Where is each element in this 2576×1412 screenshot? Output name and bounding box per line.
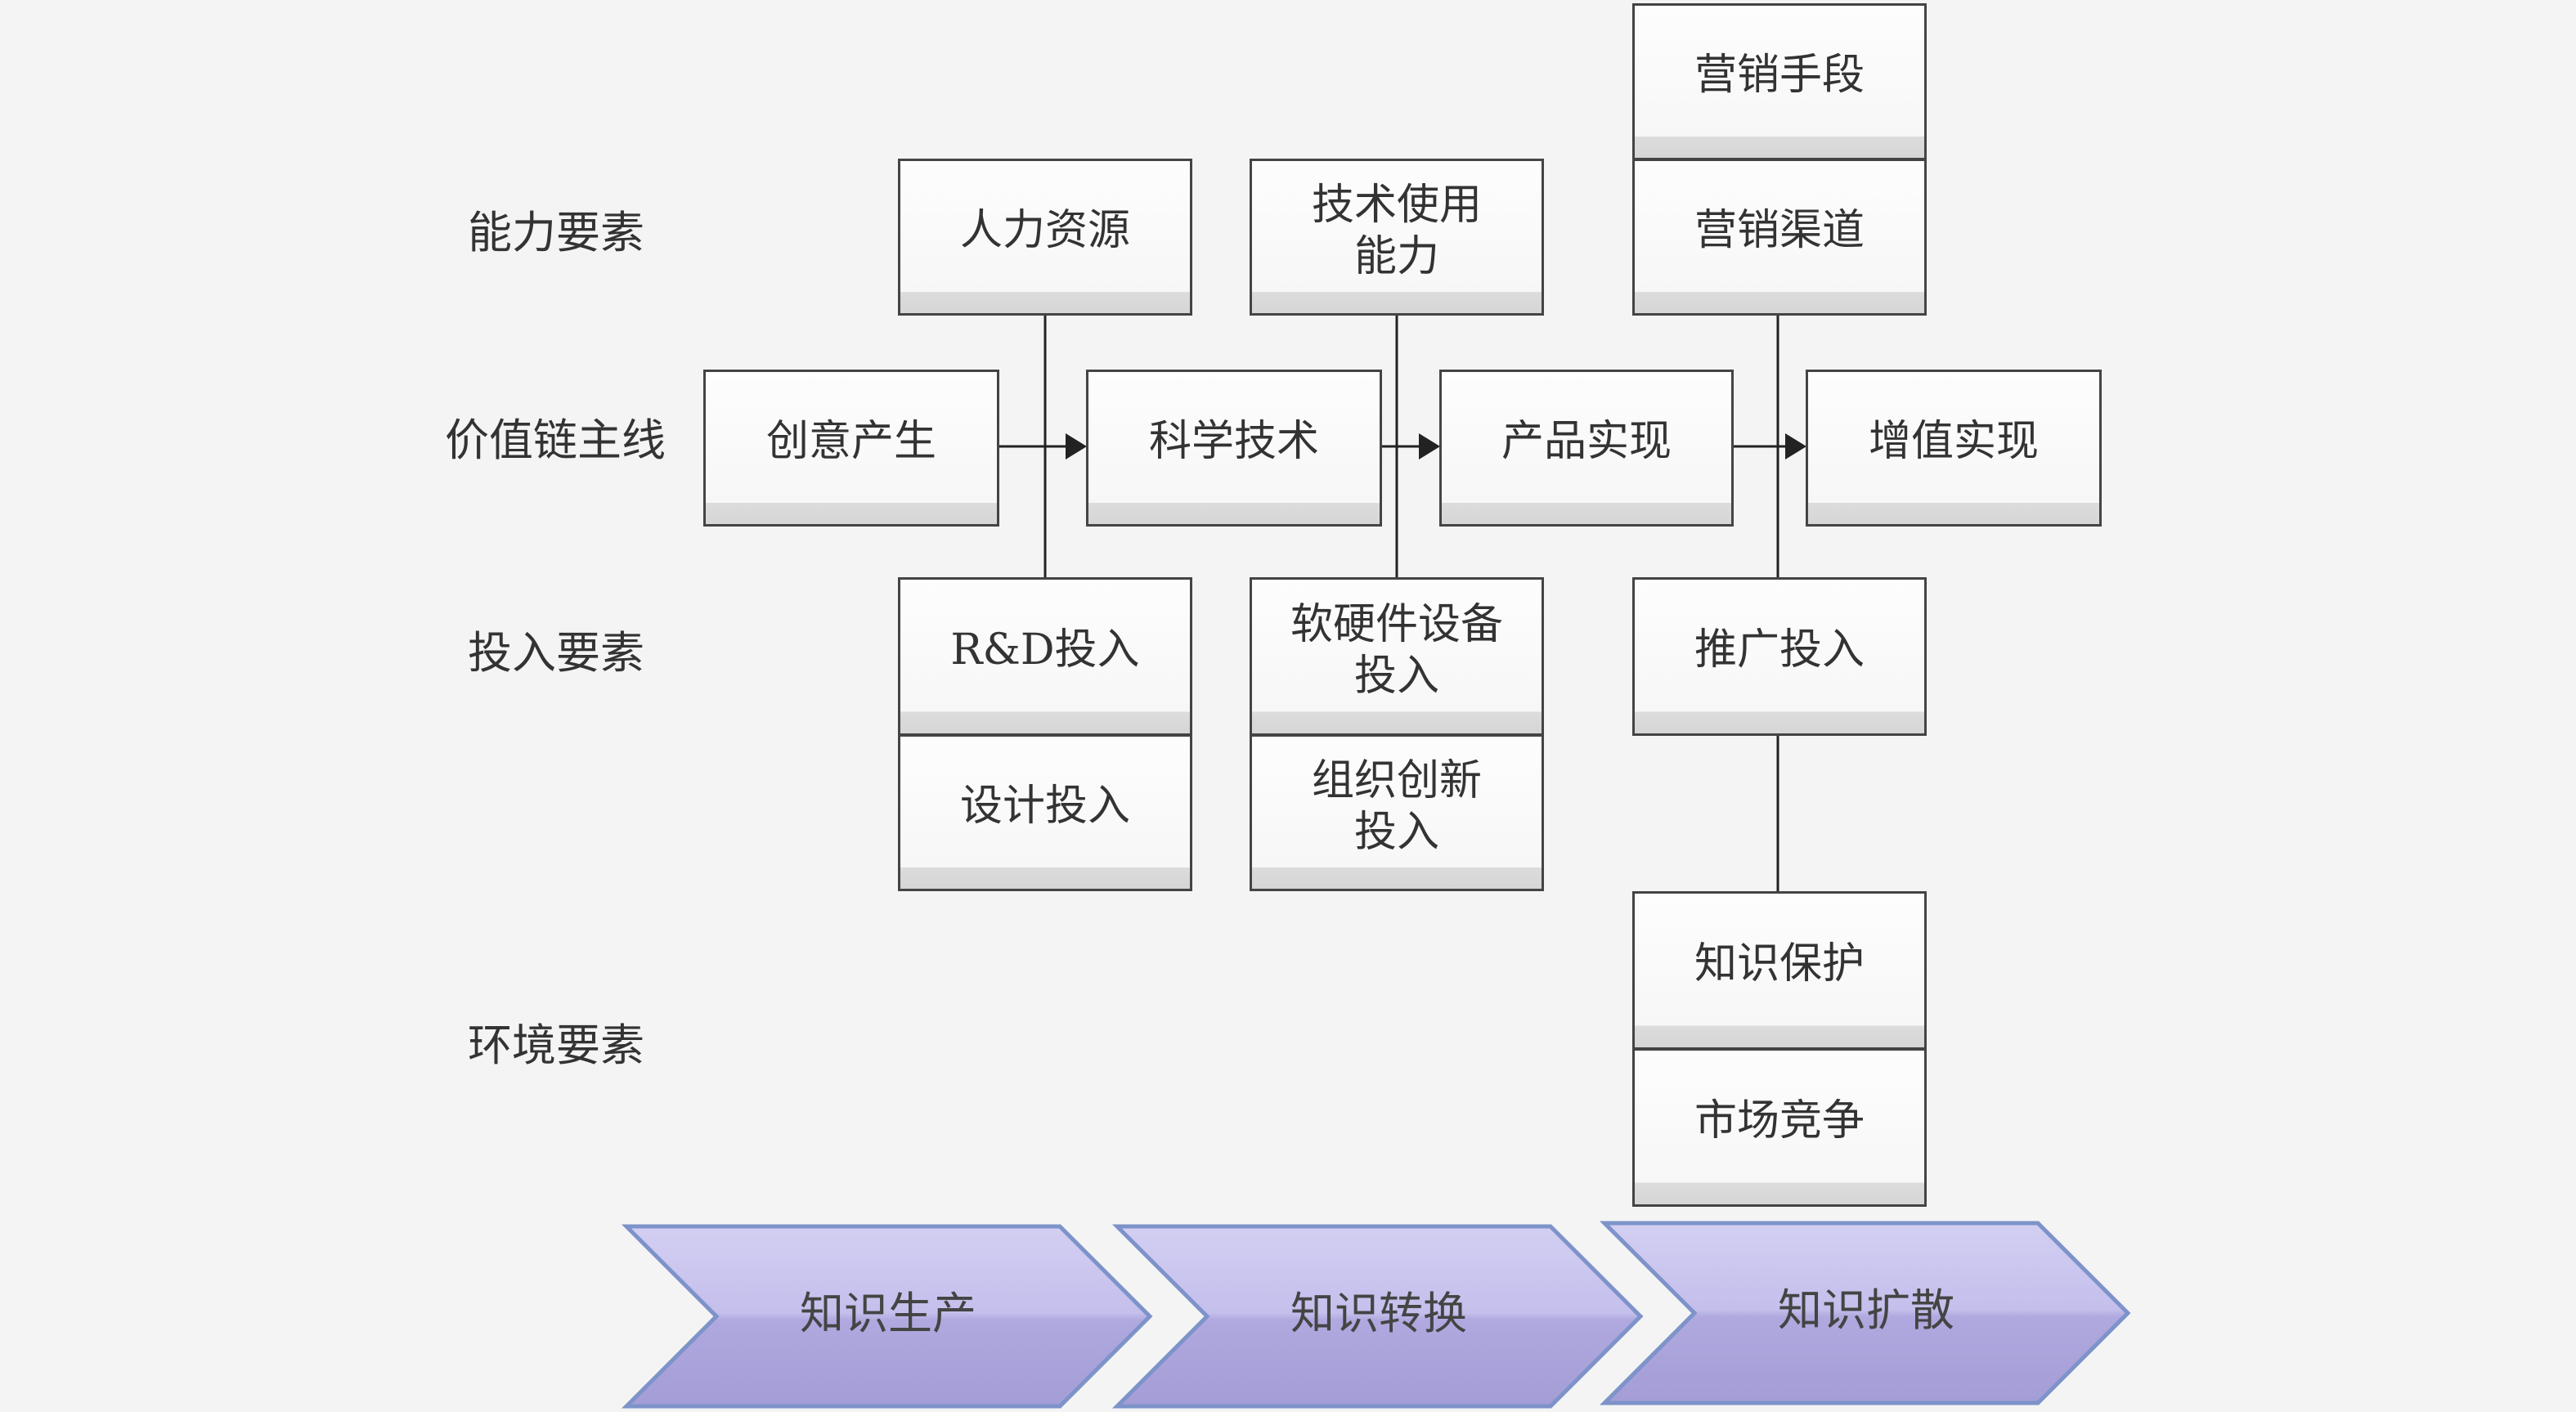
box-value-added-realization-label: 增值实现	[1868, 417, 2039, 467]
box-marketing-channels-label: 营销渠道	[1694, 206, 1865, 256]
box-hardware-software-input: 软硬件设备 投入	[1250, 577, 1544, 736]
box-organizational-innovation-input: 组织创新 投入	[1250, 734, 1544, 891]
box-science-technology-label: 科学技术	[1148, 417, 1319, 467]
box-marketing-means: 营销手段	[1632, 3, 1927, 160]
box-rd-input: R&D投入	[898, 577, 1192, 736]
box-marketing-means-label: 营销手段	[1694, 51, 1865, 101]
box-hardware-software-line2: 投入	[1353, 652, 1439, 701]
arrow-1-head	[1066, 433, 1087, 459]
box-product-realization-label: 产品实现	[1501, 417, 1672, 467]
box-knowledge-protection-label: 知识保护	[1694, 939, 1865, 989]
box-human-resources-label: 人力资源	[959, 206, 1130, 256]
box-design-input: 设计投入	[898, 734, 1192, 891]
box-hardware-software-line1: 软硬件设备	[1290, 599, 1503, 649]
row-label-environment: 环境要素	[468, 1020, 644, 1071]
stage-label-knowledge-conversion: 知识转换	[1290, 1288, 1467, 1339]
box-idea-generation-label: 创意产生	[765, 417, 936, 467]
row-label-input: 投入要素	[468, 627, 644, 679]
box-organizational-innovation-line2: 投入	[1353, 808, 1439, 857]
box-technology-use-line1: 技术使用	[1311, 180, 1482, 230]
stage-label-knowledge-diffusion: 知识扩散	[1778, 1284, 1954, 1336]
box-market-competition: 市场竞争	[1632, 1048, 1927, 1207]
box-marketing-channels: 营销渠道	[1632, 159, 1927, 316]
row-label-value-chain: 价值链主线	[445, 415, 666, 466]
box-promotion-input: 推广投入	[1632, 577, 1927, 736]
box-product-realization: 产品实现	[1439, 370, 1734, 527]
box-rd-input-label: R&D投入	[950, 625, 1140, 675]
stage-label-knowledge-production: 知识生产	[800, 1288, 976, 1339]
box-idea-generation: 创意产生	[703, 370, 999, 527]
box-organizational-innovation-line1: 组织创新	[1311, 755, 1482, 805]
box-science-technology: 科学技术	[1086, 370, 1382, 527]
box-promotion-input-label: 推广投入	[1694, 625, 1865, 675]
stage-chevron-2	[1111, 1224, 1644, 1409]
box-design-input-label: 设计投入	[959, 782, 1130, 832]
box-value-added-realization: 增值实现	[1806, 370, 2102, 527]
row-label-capability: 能力要素	[468, 207, 644, 258]
arrow-2-head	[1419, 433, 1440, 459]
stage-chevron-3	[1599, 1221, 2131, 1405]
box-human-resources: 人力资源	[898, 159, 1192, 316]
stage-chevron-1	[621, 1224, 1153, 1409]
box-market-competition-label: 市场竞争	[1694, 1096, 1865, 1146]
arrow-3-head	[1785, 433, 1806, 459]
box-technology-use-capability: 技术使用 能力	[1250, 159, 1544, 316]
box-knowledge-protection: 知识保护	[1632, 891, 1927, 1050]
box-technology-use-line2: 能力	[1353, 232, 1439, 281]
